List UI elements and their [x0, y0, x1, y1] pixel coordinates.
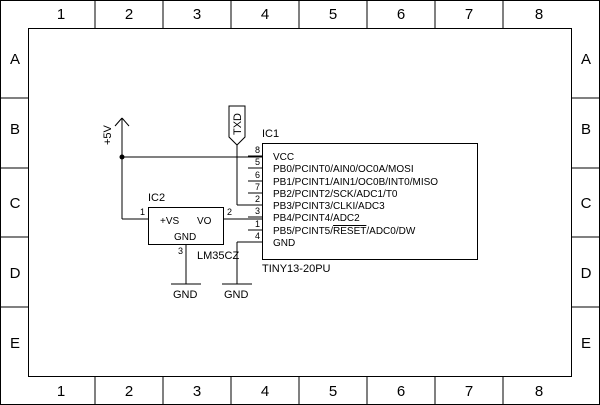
column-label: 2	[125, 6, 133, 23]
row-label: C	[581, 195, 592, 212]
ic1-ref: IC1	[262, 128, 279, 140]
row-label: A	[10, 51, 20, 68]
pin-name: VCC	[273, 152, 294, 163]
ic1-gnd-wire	[236, 241, 262, 284]
column-label: 1	[57, 383, 65, 400]
column-label: 8	[535, 6, 543, 23]
column-label: 3	[193, 383, 201, 400]
pin-number: 3	[255, 206, 260, 216]
ic2-pin-number: 3	[178, 246, 183, 256]
column-label: 5	[329, 383, 337, 400]
column-labels-bottom: 1 2 3 4 5 6 7 8	[57, 383, 543, 400]
pin-name: PB3/PCINT3/CLKI/ADC3	[273, 201, 385, 212]
junction-dot	[119, 154, 125, 160]
pin-number: 7	[255, 182, 260, 192]
pin-name: PB4/PCINT4/ADC2	[273, 213, 360, 224]
column-label: 6	[397, 383, 405, 400]
row-label: C	[10, 195, 21, 212]
ground-label: GND	[224, 289, 249, 301]
ic2-ref: IC2	[148, 192, 165, 204]
txd-net-wire	[236, 145, 262, 206]
pin-name: PB0/PCINT0/AIN0/OC0A/MOSI	[273, 164, 414, 175]
vcc-net-wire	[121, 118, 262, 220]
ic1-body	[262, 143, 478, 260]
ic1-pin-numbers: 8 5 6 7 2 3 1 4	[255, 145, 260, 241]
ic2-pin-vo-label: VO	[197, 216, 212, 227]
column-label: 8	[535, 383, 543, 400]
row-label: D	[10, 265, 21, 282]
ic2-pin-number: 1	[140, 207, 145, 217]
ic2-pin-gnd-label: GND	[174, 232, 196, 243]
pin-name-reset: PB5/PCINT5/RESET/ADC0/DW	[273, 226, 416, 237]
row-label: E	[581, 335, 591, 352]
txd-label: TXD	[232, 113, 244, 135]
row-labels-left: A B C D E	[10, 51, 21, 352]
reset-overbar-text: RESET	[333, 226, 366, 237]
ic2-value: LM35CZ	[197, 250, 239, 262]
pin-number: 4	[255, 231, 260, 241]
pin-name-part: PB5/PCINT5/	[273, 226, 333, 237]
pin-name: GND	[273, 238, 295, 249]
row-label: B	[581, 121, 591, 138]
row-dividers	[0, 97, 600, 308]
column-labels-top: 1 2 3 4 5 6 7 8	[57, 6, 543, 23]
vcc-arrow-icon	[114, 117, 130, 127]
pin-number: 2	[255, 194, 260, 204]
pin-number: 6	[255, 170, 260, 180]
ic2-pin-number: 2	[227, 207, 232, 217]
column-label: 7	[465, 6, 473, 23]
column-label: 6	[397, 6, 405, 23]
row-label: A	[581, 51, 591, 68]
ground-label: GND	[173, 289, 198, 301]
txd-port-icon	[228, 105, 246, 146]
frame-inner-border	[28, 28, 572, 377]
pin-name: PB2/PCINT2/SCK/ADC1/T0	[273, 189, 398, 200]
column-label: 3	[193, 6, 201, 23]
column-dividers	[94, 0, 504, 405]
pin-number: 8	[255, 145, 260, 155]
column-label: 2	[125, 383, 133, 400]
txd-port: TXD	[228, 105, 246, 146]
ic1-value: TINY13-20PU	[262, 263, 331, 275]
vcc-label: +5V	[102, 124, 114, 145]
pin-name-part: /ADC0/DW	[366, 226, 415, 237]
ic1-pin-names: VCC PB0/PCINT0/AIN0/OC0A/MOSI PB1/PCINT1…	[273, 152, 438, 249]
row-label: E	[10, 335, 20, 352]
ic2-body	[148, 207, 224, 245]
column-label: 1	[57, 6, 65, 23]
row-labels-right: A B C D E	[581, 51, 592, 352]
row-label: B	[10, 121, 20, 138]
pin-number: 1	[255, 219, 260, 229]
pin-name: PB1/PCINT1/AIN1/OC0B/INT0/MISO	[273, 177, 438, 188]
column-label: 4	[261, 383, 269, 400]
row-label: D	[581, 265, 592, 282]
column-label: 7	[465, 383, 473, 400]
ic2-pin-vs-label: +VS	[160, 216, 180, 227]
column-label: 4	[261, 6, 269, 23]
pin-number: 5	[255, 157, 260, 167]
column-label: 5	[329, 6, 337, 23]
